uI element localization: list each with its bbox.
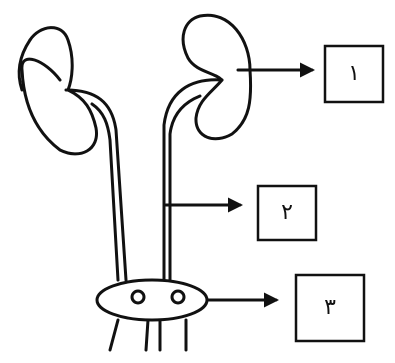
left-ureter-opening	[132, 291, 144, 303]
urethra-center	[146, 320, 160, 350]
label-2: ٢	[281, 200, 293, 225]
right-kidney	[183, 15, 251, 139]
label-3: ٣	[324, 295, 336, 320]
right-ureter-opening	[172, 291, 184, 303]
label-1: ١	[348, 61, 360, 86]
bladder	[97, 280, 207, 320]
right-ureter	[164, 80, 222, 280]
